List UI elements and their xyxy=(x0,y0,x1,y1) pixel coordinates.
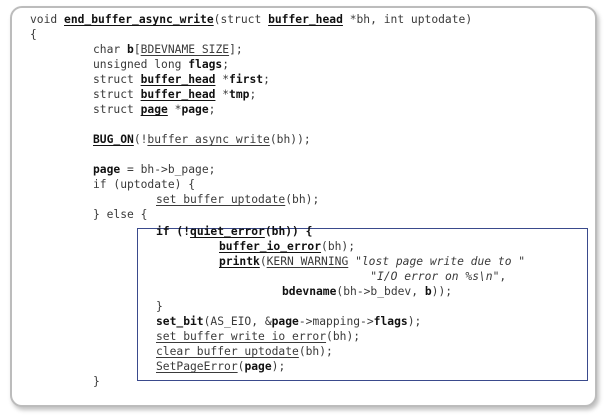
code-token: BUG_ON xyxy=(93,133,134,146)
code-line: void end_buffer_async_write(struct buffe… xyxy=(30,12,472,27)
code-token: { xyxy=(30,28,37,41)
code-token: set_buffer_write_io_error xyxy=(156,330,327,343)
code-token: buffer_head xyxy=(140,88,216,101)
code-token: BDEVNAME_SIZE xyxy=(140,43,230,56)
code-token: first xyxy=(229,73,264,86)
code-token: ); xyxy=(407,315,422,328)
code-token: page xyxy=(271,315,299,328)
code-line: BUG_ON(!buffer_async_write(bh)); xyxy=(93,132,311,147)
code-line: printk(KERN_WARNING "lost page write due… xyxy=(219,254,525,269)
code-token: (AS_EIO, & xyxy=(203,315,272,328)
code-line: } xyxy=(93,374,100,389)
code-line: set_buffer_write_io_error(bh); xyxy=(156,329,360,344)
code-token: ( xyxy=(259,255,267,268)
code-token: page xyxy=(244,360,272,373)
code-token: = bh->b_page; xyxy=(120,163,216,176)
code-line: struct page *page; xyxy=(93,102,215,117)
code-token: ; xyxy=(249,88,257,101)
code-line: buffer_io_error(bh); xyxy=(219,239,355,254)
code-token: bdevname xyxy=(282,285,337,298)
code-token: b xyxy=(127,43,134,56)
code-token: void xyxy=(30,13,65,26)
code-line: bdevname(bh->b_bdev, b)); xyxy=(282,284,452,299)
code-token: buffer_io_error xyxy=(219,240,322,253)
code-token: char xyxy=(93,43,128,56)
code-token: ; xyxy=(208,103,216,116)
code-token: * xyxy=(215,88,230,101)
code-token: set_bit xyxy=(156,315,204,328)
code-token: tmp xyxy=(229,88,250,101)
code-token: } else { xyxy=(93,208,148,221)
highlight-box xyxy=(137,228,588,381)
code-token: "I/O error on %s\n" xyxy=(370,270,500,283)
code-token: unsigned long xyxy=(93,58,189,71)
code-token: quiet_error xyxy=(190,225,265,238)
code-token: (bh->b_bdev, xyxy=(336,285,425,298)
code-token: ); xyxy=(271,360,286,373)
code-token: struct xyxy=(93,103,141,116)
code-line: set_buffer_uptodate(bh); xyxy=(156,192,319,207)
code-token: , xyxy=(499,270,507,283)
code-token: SetPageError xyxy=(156,360,238,373)
code-line: } xyxy=(156,299,163,314)
code-line: set_bit(AS_EIO, &page->mapping->flags); xyxy=(156,314,421,329)
code-token: "lost page write due to " xyxy=(355,255,526,268)
code-token: (bh); xyxy=(298,345,333,358)
code-token: end_buffer_async_write xyxy=(64,13,214,26)
code-token: buffer_head xyxy=(140,73,216,86)
code-line: clear_buffer_uptodate(bh); xyxy=(156,344,333,359)
code-token: flags xyxy=(373,315,408,328)
code-token: ( xyxy=(237,360,245,373)
code-token: if (uptodate) { xyxy=(93,178,196,191)
code-token: struct xyxy=(93,88,141,101)
code-token: (struct xyxy=(213,13,269,26)
code-token: * xyxy=(167,103,182,116)
code-line: struct buffer_head *tmp; xyxy=(93,87,256,102)
code-token: page xyxy=(93,163,121,176)
code-line: struct buffer_head *first; xyxy=(93,72,270,87)
code-token: KERN_WARNING xyxy=(266,255,349,268)
code-line: char b[BDEVNAME_SIZE]; xyxy=(93,42,243,57)
code-token: clear_buffer_uptodate xyxy=(156,345,299,358)
code-line: page = bh->b_page; xyxy=(93,162,215,177)
code-line: if (!quiet_error(bh)) { xyxy=(156,224,312,239)
code-token: buffer_async_write xyxy=(147,133,270,146)
code-token: * xyxy=(215,73,230,86)
code-token: ; xyxy=(263,73,270,86)
code-token: (bh); xyxy=(326,330,361,343)
code-token: (! xyxy=(133,133,148,146)
code-token: struct xyxy=(93,73,141,86)
code-token: *bh, int uptodate) xyxy=(342,13,473,26)
code-token: } xyxy=(93,375,100,388)
code-line: unsigned long flags; xyxy=(93,57,229,72)
code-token: buffer_head xyxy=(268,13,343,26)
code-token: (bh)) { xyxy=(264,225,313,238)
code-token: } xyxy=(156,300,163,313)
code-token: ; xyxy=(222,58,230,71)
code-token: flags xyxy=(188,58,223,71)
code-line: { xyxy=(30,27,37,42)
code-line: "I/O error on %s\n", xyxy=(370,269,506,284)
code-token: b xyxy=(424,285,432,298)
code-token: (bh); xyxy=(285,193,320,206)
code-token: if (! xyxy=(156,225,191,238)
code-token: (bh); xyxy=(321,240,356,253)
code-line: } else { xyxy=(93,207,147,222)
code-token: page xyxy=(181,103,209,116)
code-line: SetPageError(page); xyxy=(156,359,285,374)
code-token: [ xyxy=(133,43,141,56)
code-token: ->mapping-> xyxy=(298,315,374,328)
code-token: printk xyxy=(219,255,260,268)
code-token: page xyxy=(140,103,168,116)
code-token: (bh)); xyxy=(269,133,311,146)
code-token: set_buffer_uptodate xyxy=(156,193,286,206)
code-token: ]; xyxy=(229,43,243,56)
code-token: )); xyxy=(431,285,453,298)
code-line: if (uptodate) { xyxy=(93,177,195,192)
code-frame xyxy=(10,6,597,407)
